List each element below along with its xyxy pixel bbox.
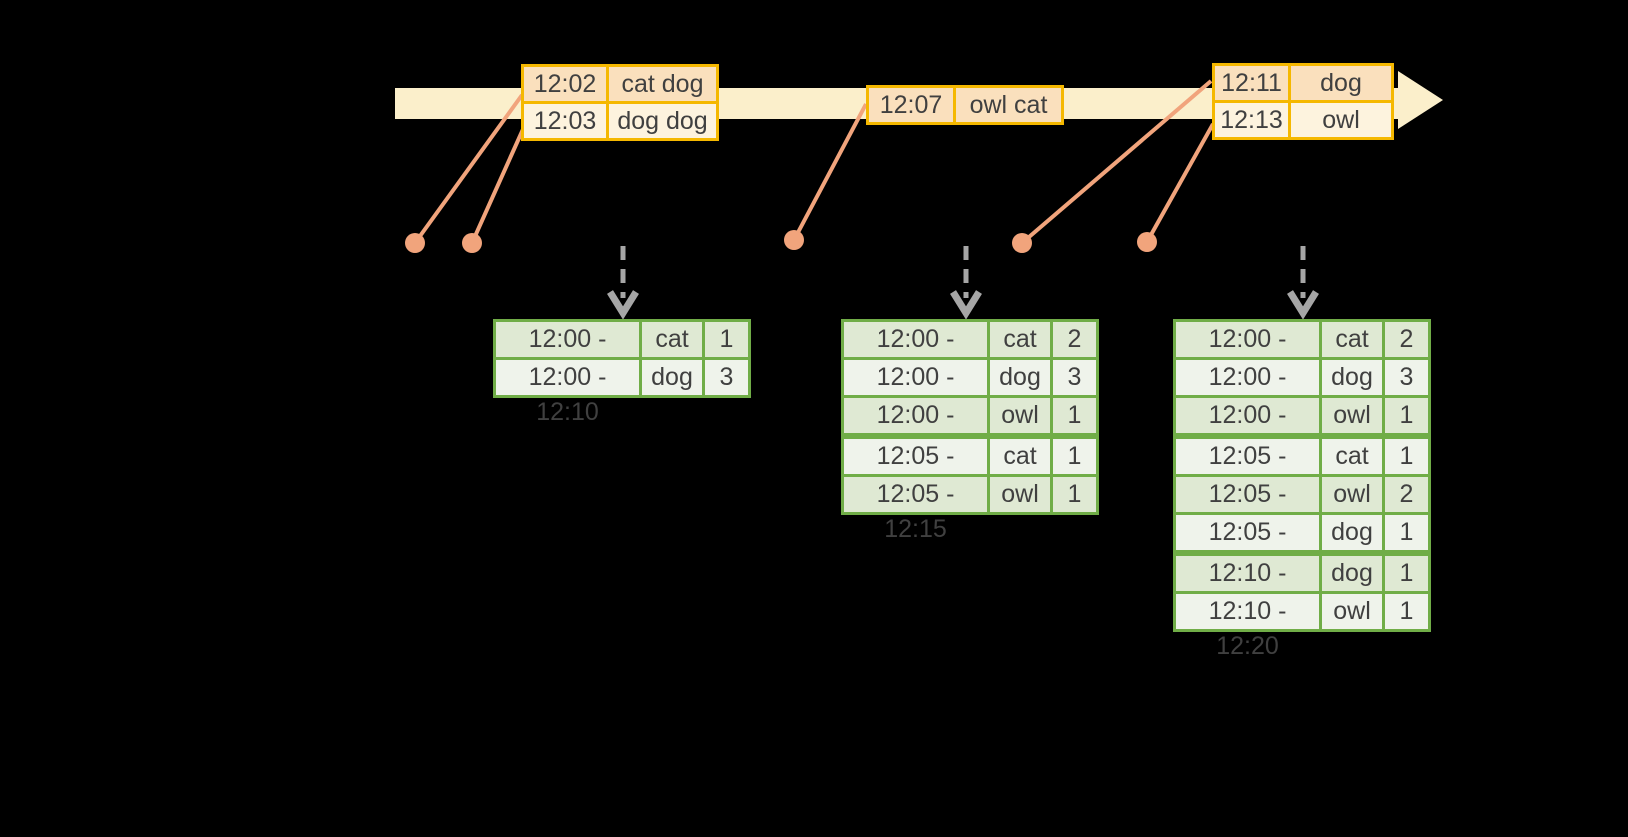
table-row: 12:10 - 12:20 owl 1 (1176, 594, 1428, 660)
count: 1 (1385, 594, 1428, 629)
window-range: 12:00 - 12:10 (496, 322, 639, 388)
result-table-2: 12:00 - 12:10 cat 2 12:00 - 12:10 dog 3 … (841, 319, 1099, 543)
window-range: 12:00 - 12:10 (496, 360, 639, 426)
event-time: 12:03 (524, 104, 606, 138)
trigger-arrowhead-icon (1287, 290, 1319, 320)
event-words: dog dog (609, 104, 716, 138)
table-row: 12:11 dog (1215, 66, 1391, 100)
event-time: 12:07 (869, 88, 953, 122)
result-table-3: 12:00 - 12:10 cat 2 12:00 - 12:10 dog 3 … (1173, 319, 1431, 660)
count: 1 (1385, 398, 1428, 433)
word: dog (1322, 515, 1382, 550)
count: 1 (1053, 477, 1096, 512)
window-range: 12:05 - 12:15 (844, 477, 987, 543)
count: 1 (1385, 556, 1428, 591)
count: 2 (1385, 477, 1428, 512)
table-row: 12:00 - 12:10 dog 3 (496, 360, 748, 426)
table-row: 12:00 - 12:10 cat 2 (844, 322, 1096, 388)
count: 1 (1385, 439, 1428, 474)
event-table-1: 12:02 cat dog 12:03 dog dog (521, 64, 719, 141)
table-row: 12:05 - 12:15 cat 1 (1176, 439, 1428, 505)
window-range: 12:00 - 12:10 (1176, 322, 1319, 388)
word: owl (1322, 398, 1382, 433)
table-row: 12:10 - 12:20 dog 1 (1176, 556, 1428, 622)
trigger-arrowhead-icon (950, 290, 982, 320)
window-range: 12:00 - 12:10 (1176, 398, 1319, 464)
table-row: 12:05 - 12:15 dog 1 (1176, 515, 1428, 581)
count: 3 (1385, 360, 1428, 395)
window-range: 12:00 - 12:10 (844, 398, 987, 464)
word: owl (990, 398, 1050, 433)
table-row: 12:13 owl (1215, 103, 1391, 137)
word: cat (1322, 322, 1382, 357)
count: 1 (1385, 515, 1428, 550)
table-row: 12:00 - 12:10 owl 1 (1176, 398, 1428, 464)
table-row: 12:00 - 12:10 owl 1 (844, 398, 1096, 464)
event-connector-line (470, 126, 526, 244)
count: 3 (705, 360, 748, 395)
event-dot (1137, 232, 1157, 252)
word: dog (990, 360, 1050, 395)
event-connector-line (792, 103, 868, 241)
count: 2 (1385, 322, 1428, 357)
trigger-arrowhead-icon (607, 290, 639, 320)
count: 1 (1053, 439, 1096, 474)
event-connector-line (1145, 123, 1215, 243)
event-time: 12:13 (1215, 103, 1288, 137)
event-connector-line (413, 93, 524, 245)
word: owl (990, 477, 1050, 512)
table-row: 12:05 - 12:15 owl 2 (1176, 477, 1428, 543)
window-range: 12:05 - 12:15 (844, 439, 987, 505)
event-table-2: 12:07 owl cat (866, 85, 1064, 125)
window-range: 12:10 - 12:20 (1176, 556, 1319, 622)
table-row: 12:02 cat dog (524, 67, 716, 101)
timeline-arrowhead-icon (1398, 71, 1443, 129)
table-row: 12:00 - 12:10 dog 3 (844, 360, 1096, 426)
window-range: 12:05 - 12:15 (1176, 477, 1319, 543)
event-words: dog (1291, 66, 1391, 100)
table-row: 12:05 - 12:15 cat 1 (844, 439, 1096, 505)
table-row: 12:05 - 12:15 owl 1 (844, 477, 1096, 543)
table-row: 12:00 - 12:10 cat 1 (496, 322, 748, 388)
table-row: 12:07 owl cat (869, 88, 1061, 122)
event-time: 12:11 (1215, 66, 1288, 100)
count: 1 (705, 322, 748, 357)
word: cat (642, 322, 702, 357)
count: 3 (1053, 360, 1096, 395)
word: cat (990, 322, 1050, 357)
word: cat (990, 439, 1050, 474)
window-range: 12:00 - 12:10 (844, 322, 987, 388)
event-dot (405, 233, 425, 253)
event-dot (462, 233, 482, 253)
event-words: owl (1291, 103, 1391, 137)
event-time: 12:02 (524, 67, 606, 101)
event-dot (1012, 233, 1032, 253)
word: dog (1322, 556, 1382, 591)
word: dog (1322, 360, 1382, 395)
count: 1 (1053, 398, 1096, 433)
window-range: 12:05 - 12:15 (1176, 515, 1319, 581)
event-connector-line (1020, 79, 1213, 245)
word: owl (1322, 477, 1382, 512)
event-table-3: 12:11 dog 12:13 owl (1212, 63, 1394, 140)
event-words: cat dog (609, 67, 716, 101)
event-words: owl cat (956, 88, 1061, 122)
window-range: 12:00 - 12:10 (844, 360, 987, 426)
table-row: 12:03 dog dog (524, 104, 716, 138)
word: owl (1322, 594, 1382, 629)
word: cat (1322, 439, 1382, 474)
window-range: 12:05 - 12:15 (1176, 439, 1319, 505)
result-table-1: 12:00 - 12:10 cat 1 12:00 - 12:10 dog 3 (493, 319, 751, 426)
event-dot (784, 230, 804, 250)
count: 2 (1053, 322, 1096, 357)
window-range: 12:10 - 12:20 (1176, 594, 1319, 660)
table-row: 12:00 - 12:10 cat 2 (1176, 322, 1428, 388)
table-row: 12:00 - 12:10 dog 3 (1176, 360, 1428, 426)
word: dog (642, 360, 702, 395)
window-range: 12:00 - 12:10 (1176, 360, 1319, 426)
